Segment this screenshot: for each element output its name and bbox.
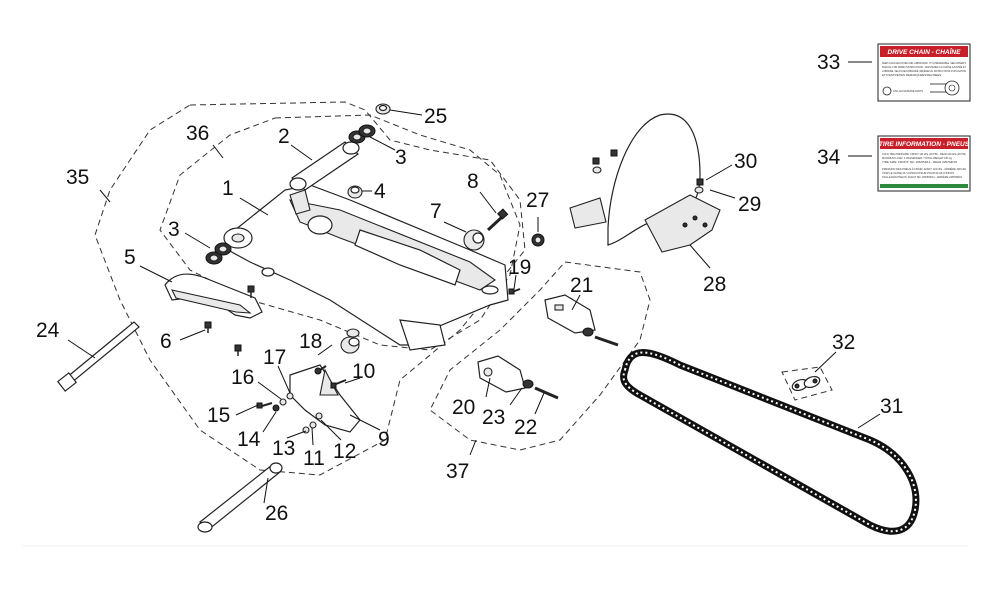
fender-28-part [569,113,721,253]
bracket-9-part [289,364,361,433]
tire-label-title: TIRE INFORMATION - PNEUS [879,141,970,148]
chain-sprocket-icon [930,80,960,96]
tire-information-label: TIRE INFORMATION - PNEUS COLD TIRE PRESS… [877,135,971,192]
callout-9: 9 [378,428,390,451]
callout-3b: 3 [168,218,180,241]
leader-lines [67,61,881,504]
washer-14-part [272,404,280,412]
washer-11-part [309,421,317,429]
callout-19: 19 [508,256,531,279]
assembly-outline-35 [94,101,526,476]
callout-13: 13 [272,437,295,460]
bolt-8-part [486,208,509,232]
drive-chain-label-line-1: KEEP CHAIN ADJUSTED AND LUBRICATED. IT I… [882,61,966,65]
screw-9b-part [314,365,327,375]
callout-18: 18 [299,330,322,353]
callout-24: 24 [36,319,60,342]
drive-chain-label-line-2: MANUAL FOR MORE INSTRUCTIONS - MAINTENEZ… [882,64,966,69]
assembly-outline-37 [429,261,651,451]
drive-chain-label: DRIVE CHAIN - CHAÎNE KEEP CHAIN ADJUSTED… [877,43,971,102]
callout-6: 6 [160,330,172,353]
callout-31: 31 [880,395,903,418]
drive-chain-part [620,349,920,535]
callout-37: 37 [446,460,469,483]
tire-label-line-2: MAXIMUM LOAD: 1 PASSENGER / TOTAL WEIGHT… [882,156,952,160]
drive-chain-label-line-3: LUBRIFIÉE. SELON RECOMMANDÉ. RÉFÉREZ AU … [882,68,966,73]
callout-4: 4 [374,180,386,203]
callout-5: 5 [124,246,136,269]
callout-10: 10 [352,360,375,383]
tire-label-line-3: TIRE SIZE: FRONT: MC 165/65R14 - REAR 22… [882,160,957,164]
bearing-left-part [205,242,232,265]
tire-label-line-6: TAILLE DES PNEUS: AVANT MC 165/65R14 - A… [882,174,962,179]
callout-26: 26 [265,502,288,525]
screw-6b-part [234,344,242,356]
callout-16: 16 [231,366,254,389]
callout-numbers: 1 2 3 3 4 5 6 7 8 9 10 11 12 13 14 15 16… [36,51,903,525]
master-link-32-part [781,366,833,401]
fastener-10-part [330,379,347,389]
chain-guide-part [164,273,263,319]
callout-23: 23 [482,406,505,429]
washer-12-part [315,412,323,420]
drive-chain-label-title: DRIVE CHAIN - CHAÎNE [888,47,962,56]
rubber-bushing-part [463,229,485,251]
callout-36: 36 [186,122,209,145]
screw-19-part [508,288,521,295]
label-green-stripe [880,184,968,188]
callout-3a: 3 [395,146,407,169]
swingarm-part [223,184,509,351]
callout-29: 29 [738,193,761,216]
callout-25: 25 [424,105,447,128]
screw-15-part [256,402,273,409]
callout-1: 1 [222,177,234,200]
brand-logo-icon [882,86,892,96]
tire-label-line-4: PRESSION DES PNEUS À FROID: AVANT 124 kP… [882,166,966,171]
callout-15: 15 [207,404,230,427]
nut-top-part [375,103,391,115]
callout-34: 34 [817,146,841,169]
callout-20: 20 [452,396,475,419]
axle-bolt-24-part [56,321,140,392]
callout-17: 17 [263,346,286,369]
callout-2: 2 [278,125,290,148]
screw-5-part [247,285,255,298]
bushing-part [347,185,363,199]
callout-30: 30 [734,150,757,173]
washer-16-part [279,398,287,406]
bearing-top-part [348,124,376,144]
callout-32: 32 [832,331,855,354]
callout-22: 22 [514,416,537,439]
callout-11: 11 [303,447,325,470]
callout-28: 28 [703,273,726,296]
callout-12: 12 [333,440,356,463]
callout-8: 8 [467,170,479,193]
tire-label-line-1: COLD TIRE PRESSURE: FRONT 124 kPa (18 PS… [882,152,966,156]
callout-7: 7 [430,200,442,223]
washer-17-part [286,392,294,400]
screw-6-part [204,321,212,333]
bumper-18-part [340,328,360,354]
tire-label-line-5: VOIR LE GUIDE DU CONDUCTEUR POUR PLUS D'… [882,171,954,175]
assembly-outline-36 [159,114,521,351]
callout-33: 33 [817,51,840,74]
drive-chain-label-line-4: ET D'ENTRETIEN REMARQUEES/REVISEES. [882,73,942,77]
pin-26-part [197,462,283,533]
callout-21: 21 [570,274,593,297]
fender-screws-part [592,149,704,194]
sleeve-part [289,141,360,191]
drive-chain-label-logo: CAN-AM GENUINE PARTS [893,89,923,93]
callout-27: 27 [526,189,549,212]
nut-27-part [531,233,545,247]
callout-14: 14 [237,428,261,451]
chain-adjuster-20-part [477,355,559,400]
chain-adjuster-21-part [544,294,619,347]
callout-35: 35 [66,166,89,189]
